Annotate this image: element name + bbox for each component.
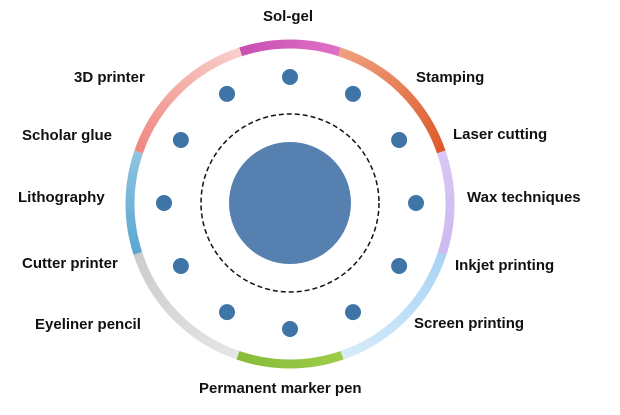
method-dot <box>282 69 298 85</box>
label-screen-printing: Screen printing <box>414 315 525 332</box>
method-dot <box>282 321 298 337</box>
ring-segment <box>239 39 341 57</box>
center-circle <box>229 142 351 264</box>
ring-segment <box>125 150 143 255</box>
method-dot <box>391 258 408 274</box>
dashed-circle <box>200 113 380 293</box>
label-3d-printer: 3D printer <box>74 69 145 86</box>
label-eyeliner-pencil: Eyeliner pencil <box>35 316 141 333</box>
ring-segment <box>134 47 242 154</box>
method-dot <box>345 304 361 321</box>
label-sol-gel: Sol-gel <box>263 8 314 25</box>
label-permanent-marker-pen: Permanent marker pen <box>199 380 362 397</box>
label-wax-techniques: Wax techniques <box>467 189 581 206</box>
method-dot <box>219 85 235 102</box>
method-dot <box>156 195 172 211</box>
method-dot <box>408 195 424 211</box>
label-inkjet-printing: Inkjet printing <box>455 257 555 274</box>
ring-segment <box>338 47 446 154</box>
label-lithography: Lithography <box>18 189 105 206</box>
label-stamping: Stamping <box>416 69 485 86</box>
ring-segment <box>133 252 240 360</box>
label-scholar-glue: Scholar glue <box>22 127 113 144</box>
ring-segment <box>236 351 344 369</box>
method-dot <box>219 304 235 321</box>
method-dot <box>172 132 189 148</box>
method-dot <box>172 258 189 274</box>
ring-segment <box>340 252 447 360</box>
label-laser-cutting: Laser cutting <box>453 126 548 143</box>
label-cutter-printer: Cutter printer <box>22 255 118 272</box>
method-dot <box>345 85 361 102</box>
ring-segment <box>437 150 455 255</box>
method-dot <box>391 132 408 148</box>
